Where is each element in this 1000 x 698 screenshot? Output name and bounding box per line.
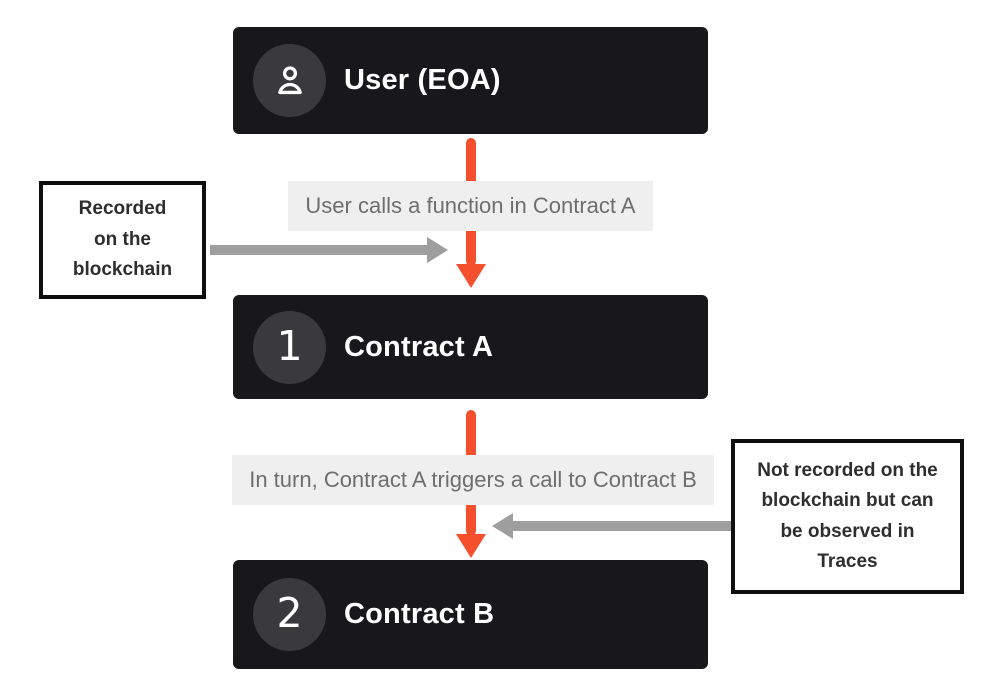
user-avatar-badge (253, 44, 326, 117)
flow-node-contract-b: 2 Contract B (233, 560, 708, 669)
gray-arrow-left-note (210, 237, 448, 263)
step-1-badge: 1 (253, 310, 326, 384)
step-number: 1 (276, 321, 303, 370)
arrow-shaft (210, 245, 427, 255)
node-title-user: User (EOA) (344, 64, 501, 96)
step-number: 2 (276, 589, 303, 637)
user-icon (277, 65, 302, 94)
node-title-contract-a: Contract A (344, 330, 494, 363)
edge-label-text: In turn, Contract A triggers a call to C… (249, 467, 697, 492)
flow-node-user-eoa: User (EOA) (233, 27, 708, 134)
edge-label-user-call: User calls a function in Contract A (288, 181, 653, 231)
note-text: Recorded on the blockchain (72, 198, 173, 281)
gray-arrow-right-note (492, 513, 731, 539)
edge-label-contract-call: In turn, Contract A triggers a call to C… (232, 455, 714, 505)
note-text: Not recorded on the blockchain but can b… (757, 459, 938, 572)
edge-label-text: User calls a function in Contract A (305, 193, 636, 218)
arrow-down-head-icon (456, 264, 486, 288)
arrow-right-head-icon (427, 237, 448, 263)
note-not-recorded-traces: Not recorded on the blockchain but can b… (731, 439, 964, 594)
step-2-badge: 2 (253, 578, 326, 651)
arrow-shaft (513, 521, 731, 531)
arrow-down-head-icon (456, 534, 486, 558)
flow-node-contract-a: 1 Contract A (233, 295, 708, 399)
arrow-left-head-icon (492, 513, 513, 539)
node-title-contract-b: Contract B (344, 598, 495, 630)
note-recorded-on-blockchain: Recorded on the blockchain (39, 181, 206, 299)
